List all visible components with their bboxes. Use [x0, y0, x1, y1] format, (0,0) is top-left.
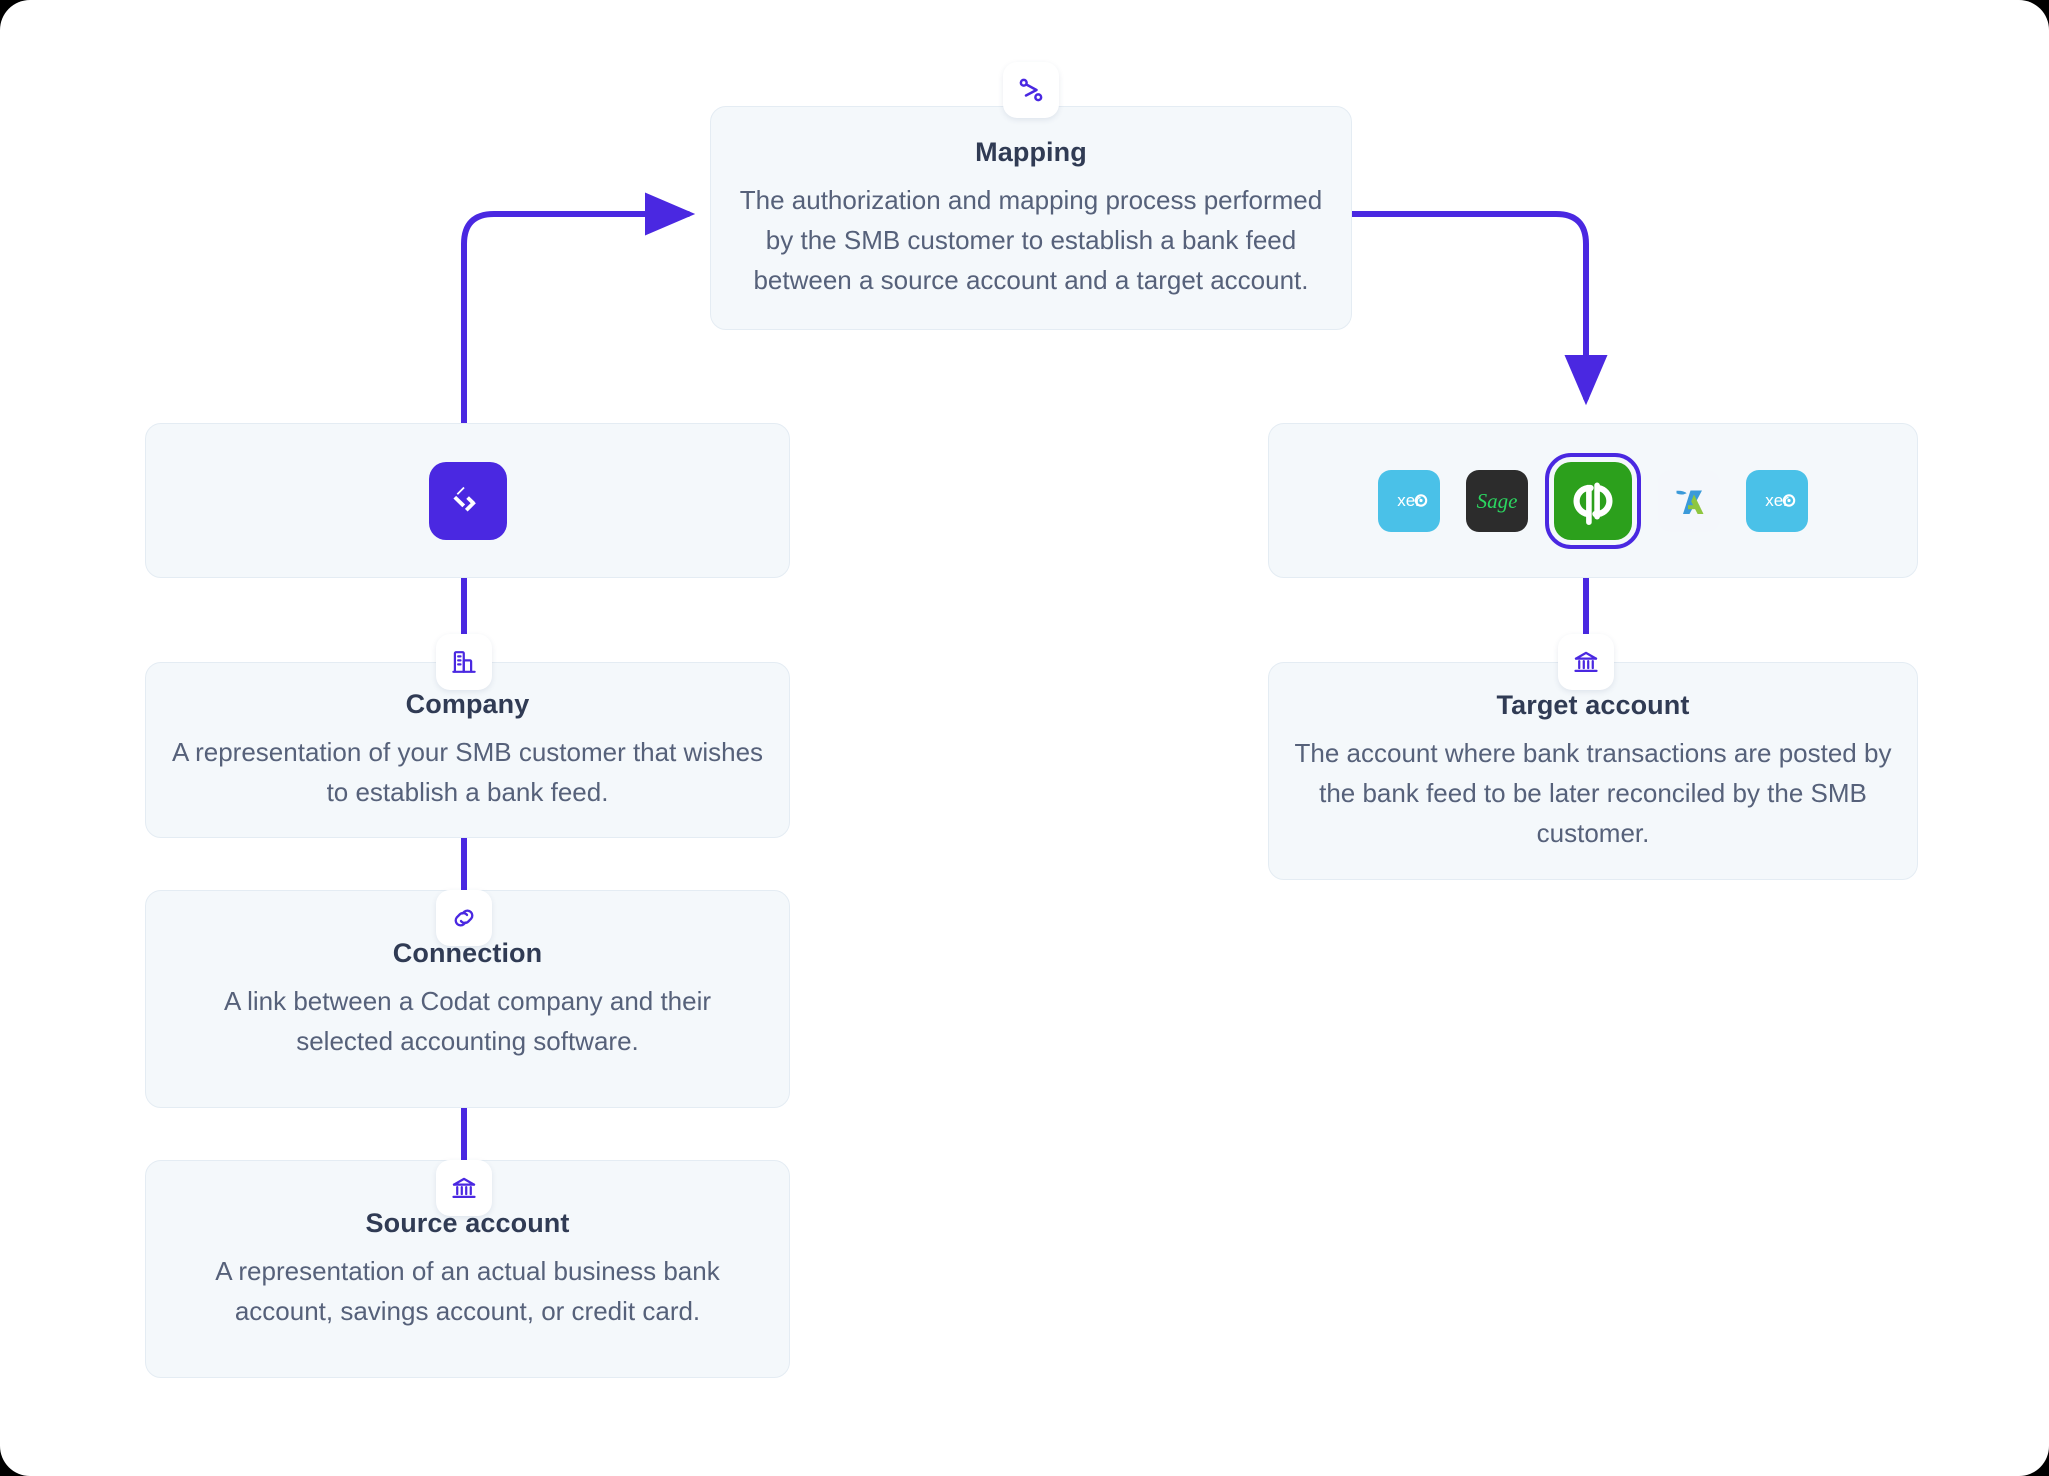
platform-tile-sage[interactable]: Sage — [1466, 469, 1528, 532]
codat-logo-icon — [428, 461, 507, 540]
card-body-connection: A link between a Codat company and their… — [223, 985, 712, 1056]
link-icon — [436, 890, 492, 946]
card-title-company: Company — [405, 688, 530, 719]
svg-text:xer: xer — [1397, 491, 1421, 510]
node-card-codat — [145, 423, 790, 578]
bank-icon-target — [1558, 634, 1614, 690]
card-body-company: A representation of your SMB customer th… — [171, 736, 764, 807]
card-body-target-account: The account where bank transactions are … — [1294, 737, 1892, 848]
node-card-mapping: Mapping The authorization and mapping pr… — [710, 106, 1352, 330]
svg-text:xer: xer — [1765, 491, 1789, 510]
platform-tile-freeagent[interactable] — [1658, 469, 1720, 532]
connector-mapping-to-platforms — [1349, 211, 1608, 406]
node-card-company: Company A representation of your SMB cus… — [145, 662, 790, 838]
accounting-platform-list: xer Sage — [1269, 452, 1917, 549]
card-body-source-account: A representation of an actual business b… — [215, 1255, 720, 1326]
platform-tile-xero-2[interactable]: xer — [1746, 469, 1808, 532]
bank-icon — [436, 1160, 492, 1216]
card-title-mapping: Mapping — [975, 136, 1087, 167]
svg-text:Sage: Sage — [1477, 489, 1518, 513]
card-body-mapping: The authorization and mapping process pe… — [739, 184, 1323, 295]
card-title-target-account: Target account — [1496, 689, 1690, 720]
node-card-source-account: Source account A representation of an ac… — [145, 1160, 790, 1378]
building-icon — [436, 634, 492, 690]
platform-tile-quickbooks[interactable] — [1545, 452, 1641, 549]
connector-codat-to-mapping — [461, 192, 696, 427]
node-card-target-account: Target account The account where bank tr… — [1268, 662, 1918, 880]
node-card-accounting-platforms: xer Sage — [1268, 423, 1918, 578]
platform-tile-xero[interactable]: xer — [1378, 469, 1440, 532]
mapping-shuffle-icon — [1003, 62, 1059, 118]
